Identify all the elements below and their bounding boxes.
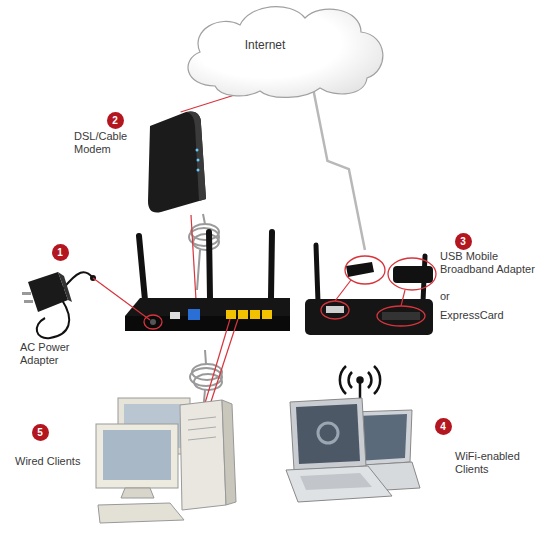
power-adapter-node: AC Power Adapter: [10, 258, 115, 376]
connector-line: [311, 80, 365, 250]
node-label: WiFi-enabled Clients: [455, 450, 547, 476]
wireless-link: [311, 80, 365, 250]
power-adapter-illustration: [22, 272, 96, 338]
node-label: USB Mobile Broadband Adapter: [440, 250, 545, 276]
modem-illustration: [148, 112, 206, 213]
leader-line: [191, 215, 196, 300]
laptop-computers-illustration: [286, 398, 420, 502]
node-label: Wired Clients: [15, 455, 110, 468]
callout-number: 1: [52, 244, 69, 261]
callout-number: 3: [455, 233, 472, 250]
node-label: DSL/Cable Modem: [74, 130, 140, 156]
desktop-computers-illustration: [96, 398, 236, 523]
node-label: ExpressCard: [440, 309, 540, 322]
node-label: Internet: [220, 38, 310, 53]
wifi-symbol: [340, 366, 380, 400]
mobile-router-illustration: [305, 245, 436, 335]
callout-number: 5: [32, 424, 49, 441]
cloud-node: Internet: [175, 0, 395, 100]
callout-number: 4: [435, 418, 452, 435]
wifi-clients-node: WiFi-enabled Clients: [280, 368, 548, 518]
modem-node: DSL/Cable Modem: [70, 112, 210, 220]
node-label: AC Power Adapter: [20, 341, 90, 367]
mobile-adapter-node: USB Mobile Broadband Adapter orExpressCar…: [300, 250, 545, 336]
wired-clients-node: Wired Clients: [10, 380, 275, 530]
leader-line: [93, 278, 150, 320]
router-illustration: [125, 232, 290, 331]
callout-number: 2: [107, 112, 124, 129]
node-label: or: [440, 290, 540, 303]
